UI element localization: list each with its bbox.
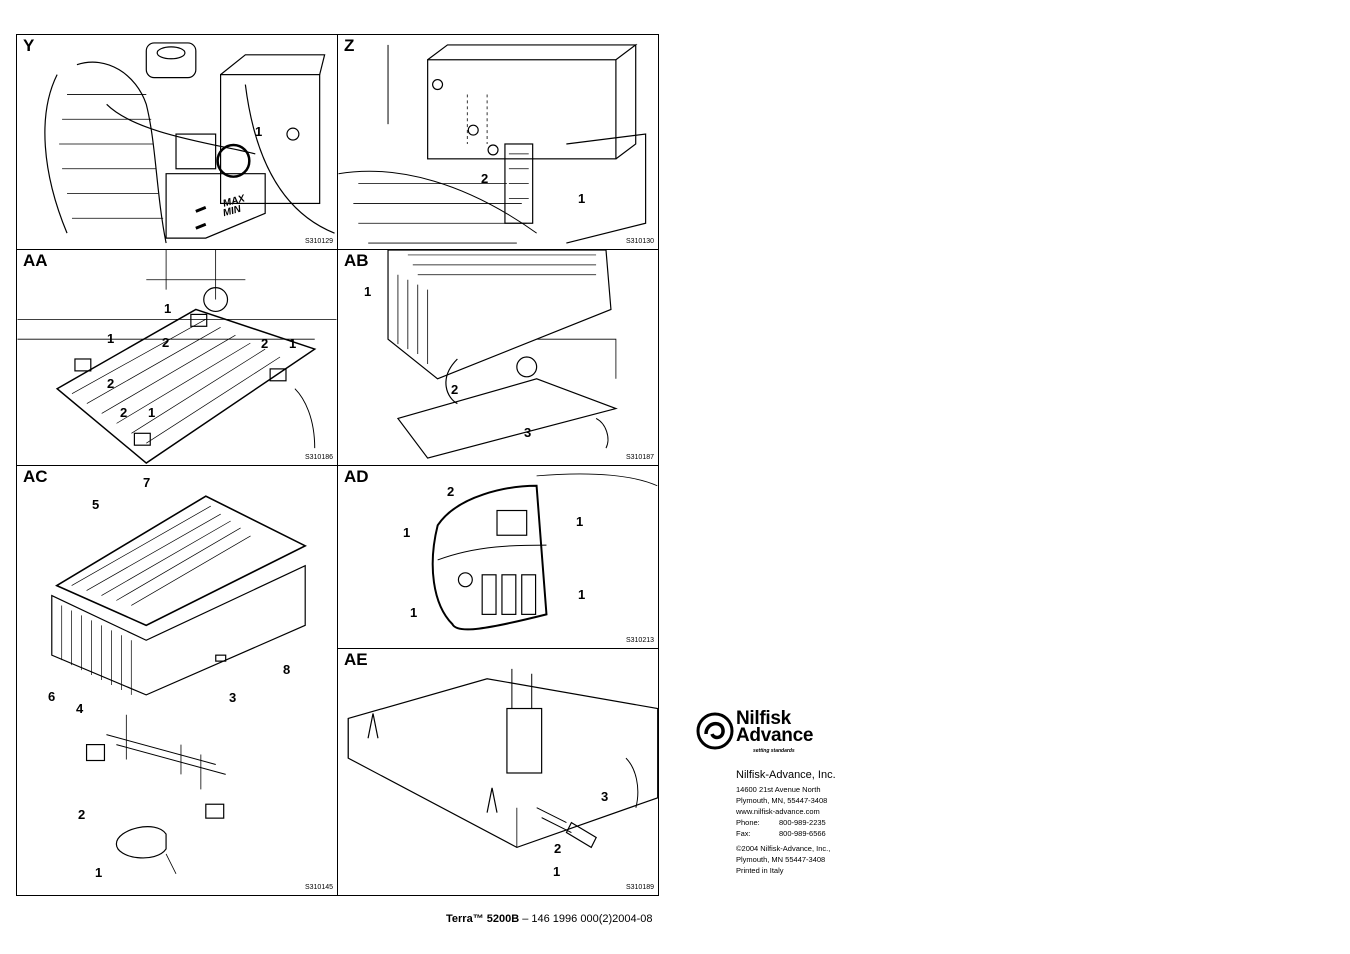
contact-company: Nilfisk-Advance, Inc. [736,769,836,781]
panel-aa-callout-g: 2 [120,405,128,420]
panel-ad-callout-1c: 1 [410,605,418,620]
logo-wordmark: Nilfisk Advance [736,708,814,746]
panel-y-callout-1: 1 [255,124,263,139]
panel-ad: AD 2 1 1 1 1 S310213 [337,465,659,649]
panel-ab: AB 1 2 3 S310187 [337,249,659,466]
contact-phone: 800-989-2235 [779,818,826,827]
panel-aa-label: AA [21,251,50,271]
illustration-grid: Y 1 MAX MIN S310129 Z 2 1 [16,34,659,896]
panel-ab-label: AB [342,251,371,271]
panel-ad-callout-2: 2 [447,484,455,499]
panel-ae-illustration [347,668,658,849]
panel-ae-callout-1: 1 [553,864,561,879]
panel-z-code: S310130 [625,238,654,245]
nilfisk-swirl-icon [696,712,734,750]
panel-aa-callout-c: 1 [107,331,115,346]
panel-ac-callout-2: 2 [78,807,86,822]
panel-ad-callout-1a: 1 [403,525,411,540]
contact-web: www.nilfisk-advance.com [736,807,820,816]
panel-aa-callout-a: 1 [164,301,172,316]
panel-ab-code: S310187 [625,454,654,461]
contact-copyright-city: Plymouth, MN 55447-3408 [736,855,826,864]
contact-city: Plymouth, MN, 55447-3408 [736,796,828,805]
panel-ac-illustration [51,495,307,874]
panel-aa-illustration [17,250,337,464]
footer-docnum: – 146 1996 000(2)2004-08 [519,913,653,925]
panel-aa: AA 1 2 1 2 1 2 2 1 S310186 [16,249,338,466]
panel-ad-callout-1d: 1 [578,587,586,602]
panel-z: Z 2 1 S310130 [337,34,659,250]
panel-ab-callout-3: 3 [524,425,532,440]
logo-tagline: setting standards [753,748,795,754]
panel-z-callout-1: 1 [578,191,586,206]
panel-aa-callout-h: 1 [148,405,156,420]
panel-ac-label: AC [21,467,50,487]
contact-fax-label: Fax: [736,829,751,838]
nilfisk-advance-logo: Nilfisk Advance setting standards [696,708,836,760]
panel-ac-callout-5: 5 [92,497,100,512]
panel-y-label: Y [21,36,37,56]
panel-ac-callout-6: 6 [48,689,56,704]
panel-ac-callout-7: 7 [143,475,151,490]
contact-printed: Printed in Italy [736,866,784,875]
contact-phone-label: Phone: [736,818,760,827]
panel-ae-callout-2: 2 [554,841,562,856]
panel-aa-callout-b: 2 [162,335,170,350]
panel-ae-code: S310189 [625,884,654,891]
panel-ab-callout-2: 2 [451,382,459,397]
panel-ac-callout-4: 4 [76,701,84,716]
panel-ad-label: AD [342,467,371,487]
panel-y-code: S310129 [304,238,333,245]
logo-line2: Advance [736,725,814,746]
panel-y: Y 1 MAX MIN S310129 [16,34,338,250]
panel-ad-code: S310213 [625,637,654,644]
panel-ac-callout-1: 1 [95,865,103,880]
document-footer: Terra™ 5200B – 146 1996 000(2)2004-08 [446,912,653,926]
contact-block: Nilfisk-Advance, Inc. 14600 21st Avenue … [736,768,836,876]
footer-product: Terra™ 5200B [446,913,520,925]
panel-ac: AC 7 5 6 4 3 8 2 1 S310145 [16,465,338,896]
panel-ad-callout-1b: 1 [576,514,584,529]
contact-fax: 800-989-6566 [779,829,826,838]
panel-ac-callout-3: 3 [229,690,237,705]
panel-ab-callout-1: 1 [364,284,372,299]
panel-z-callout-2: 2 [481,171,489,186]
logo-line1: Nilfisk [736,708,791,729]
panel-aa-code: S310186 [304,454,333,461]
panel-aa-callout-d: 2 [107,376,115,391]
panel-ab-illustration [387,250,618,459]
contact-fax-row: Fax: 800-989-6566 [736,828,836,839]
panel-aa-callout-f: 2 [261,336,269,351]
panel-ae: AE 3 2 1 S310189 [337,648,659,896]
panel-y-illustration [44,42,335,244]
panel-z-label: Z [342,36,357,56]
panel-ad-illustration [431,473,658,631]
panel-ac-callout-8: 8 [283,662,291,677]
contact-street: 14600 21st Avenue North [736,785,821,794]
panel-ac-code: S310145 [304,884,333,891]
panel-z-illustration [338,43,647,244]
contact-copyright: ©2004 Nilfisk-Advance, Inc., [736,844,831,853]
contact-phone-row: Phone: 800-989-2235 [736,817,836,828]
panel-ae-label: AE [342,650,370,670]
panel-ae-callout-3: 3 [601,789,609,804]
panel-aa-callout-e: 1 [289,336,297,351]
